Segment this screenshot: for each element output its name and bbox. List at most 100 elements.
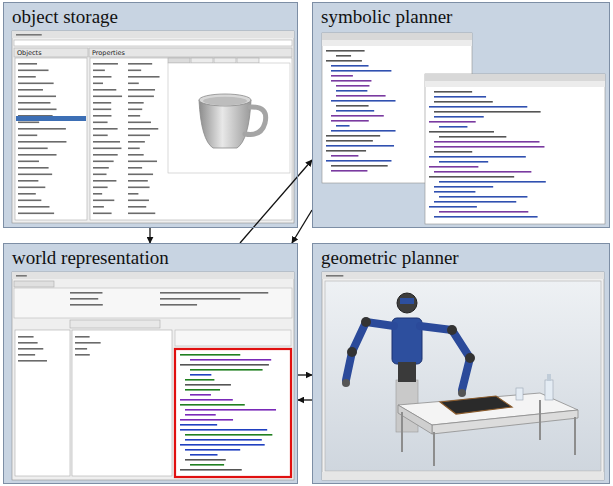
text-line	[18, 96, 56, 98]
text-line	[331, 75, 353, 77]
text-line	[18, 89, 43, 91]
text-line	[185, 414, 216, 416]
text-line	[75, 348, 87, 350]
tab	[14, 281, 54, 287]
text-line	[18, 135, 37, 137]
panel-title: symbolic planner	[313, 3, 460, 31]
text-line	[128, 102, 144, 104]
text-line	[128, 135, 150, 137]
glass	[516, 388, 523, 400]
object-list	[15, 330, 70, 476]
text-line	[128, 213, 155, 215]
text-line	[18, 122, 39, 124]
panel-ground	[3, 2, 298, 228]
text-line	[93, 115, 111, 117]
text-line	[434, 91, 472, 93]
text-line	[128, 70, 141, 72]
search-field	[14, 40, 292, 46]
text-line	[93, 213, 112, 215]
property-list	[72, 330, 172, 476]
text-line	[18, 180, 38, 182]
menu-bar	[322, 272, 604, 279]
text-line	[128, 180, 148, 182]
text-line	[128, 193, 138, 195]
text-line	[93, 161, 114, 163]
panel-title: geometric planner	[313, 244, 467, 272]
editor-window	[425, 74, 605, 224]
text-line	[331, 70, 391, 72]
text-line	[331, 115, 384, 117]
text-line	[326, 50, 365, 52]
app-window	[12, 272, 294, 480]
text-line	[18, 354, 35, 356]
table-edge	[398, 405, 432, 434]
text-line	[93, 180, 116, 182]
text-line	[190, 374, 211, 376]
highlight-box	[175, 349, 291, 477]
text-line	[128, 206, 146, 208]
text-line	[128, 141, 145, 143]
panel-ground	[312, 243, 610, 484]
text-line	[18, 348, 43, 350]
text-line	[18, 148, 48, 150]
text-line	[185, 449, 240, 451]
cup-rim	[199, 94, 251, 106]
text-line	[326, 150, 366, 152]
text-line	[93, 193, 102, 195]
text-line	[331, 130, 396, 132]
text-line	[18, 141, 66, 143]
text-line	[190, 359, 271, 361]
text-line	[429, 166, 478, 168]
robot-arm	[346, 322, 394, 380]
table-edge	[432, 410, 578, 434]
text-line	[160, 304, 197, 306]
text-line	[180, 399, 233, 401]
text-line	[429, 206, 477, 208]
text-line	[128, 115, 140, 117]
text-line	[326, 140, 373, 142]
cup-handle	[245, 107, 266, 135]
text-line	[434, 111, 541, 113]
text-line	[331, 100, 396, 102]
arrow-connector	[240, 160, 312, 243]
pose-fields	[14, 288, 292, 318]
text-line	[434, 96, 486, 98]
text-line	[429, 156, 526, 158]
text-line	[75, 336, 90, 338]
text-line	[331, 120, 369, 122]
robot-hand	[342, 379, 350, 387]
text-line	[326, 160, 391, 162]
text-line	[93, 70, 105, 72]
menu-bar	[12, 272, 294, 279]
list-header	[14, 48, 88, 57]
text-line	[185, 384, 231, 386]
text-line	[18, 154, 57, 156]
text-line	[18, 63, 37, 65]
text-line	[128, 187, 150, 189]
tray	[440, 396, 512, 414]
text-line	[18, 342, 38, 344]
text-line	[185, 459, 226, 461]
text-line	[128, 109, 142, 111]
text-line	[18, 102, 50, 104]
text-line	[18, 193, 36, 195]
text-line	[331, 170, 367, 172]
text-line	[180, 424, 217, 426]
text-line	[336, 125, 350, 127]
text-line	[18, 336, 34, 338]
text-line	[128, 154, 144, 156]
text-line	[93, 141, 120, 143]
field-row	[175, 330, 291, 346]
text-line	[93, 135, 108, 137]
text-line	[434, 191, 475, 193]
text-line	[180, 444, 265, 446]
panel: world representation	[3, 243, 298, 484]
text-line	[429, 121, 476, 123]
panel-title: world representation	[4, 244, 177, 272]
text-line	[93, 63, 118, 65]
title-bar	[425, 74, 605, 81]
text-line	[16, 275, 27, 277]
text-line	[16, 34, 42, 36]
screen-label: Properties	[92, 49, 125, 57]
screen-label: Objects	[17, 49, 42, 57]
